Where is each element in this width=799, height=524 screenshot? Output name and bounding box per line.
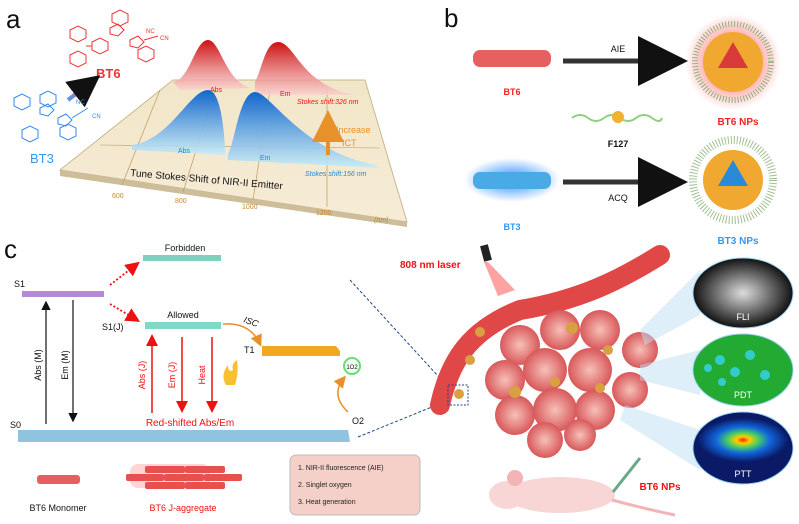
pdt-label: PDT xyxy=(734,390,753,400)
bt3-abs-peak xyxy=(132,90,225,155)
abs-m-label: Abs (M) xyxy=(33,349,43,381)
effects-box xyxy=(289,454,421,516)
s1-level xyxy=(22,291,104,297)
bt3-stokes-shift: Stokes shift:156 nm xyxy=(305,171,367,178)
t1-level xyxy=(262,346,340,356)
bt6-abs-peak xyxy=(173,40,250,90)
bt3-nps-label: BT3 NPs xyxy=(717,236,759,247)
singlet-oxygen-label: 1O2 xyxy=(346,365,358,371)
bt3-label: BT3 xyxy=(503,222,520,232)
laser-label: 808 nm laser xyxy=(400,260,461,271)
panel-c-label: c xyxy=(4,234,17,264)
bt3-em-peak xyxy=(228,92,380,168)
bt6-label: BT6 xyxy=(503,87,520,97)
laser-device-icon xyxy=(480,244,492,262)
s0-label: S0 xyxy=(10,420,21,430)
flame-icon xyxy=(223,360,238,385)
bt6-stokes-shift: Stokes shift:326 nm xyxy=(297,99,359,106)
pdt-cell-nuclei xyxy=(704,350,770,386)
bt6-abs-label: Abs xyxy=(210,87,223,94)
bt6-monomer-rod xyxy=(37,475,80,484)
ptt-label: PTT xyxy=(735,469,753,479)
blood-vessel xyxy=(430,245,670,415)
bt3-cn-label: CN xyxy=(92,114,101,120)
pdt-image xyxy=(692,333,794,407)
bt6-monomer-label: BT6 Monomer xyxy=(29,503,86,513)
bt6-nps-injection-label: BT6 NPs xyxy=(639,482,681,493)
s1j-label: S1(J) xyxy=(102,322,124,332)
tick-1200: 1200 xyxy=(316,210,332,217)
effect-item-3: 3. Heat generation xyxy=(298,499,356,506)
bt3-molecule-structure xyxy=(13,90,89,143)
zoom-region-box xyxy=(447,384,469,406)
syringe-icon xyxy=(611,457,642,493)
s1j-level xyxy=(145,322,221,329)
allowed-transition-arrow xyxy=(109,303,141,322)
effect-item-1: 1. NIR-II fluorescence (AIE) xyxy=(298,465,384,472)
zoom-line-upper xyxy=(349,279,450,389)
bt6-np-core xyxy=(718,42,748,68)
em-m-label: Em (M) xyxy=(60,350,70,380)
s0-level xyxy=(18,430,350,442)
bt6-molecule-structure xyxy=(69,9,159,68)
increase-ict-text-1: Increase xyxy=(336,125,371,135)
panel-a-label: a xyxy=(6,4,21,34)
bt6-np-corona xyxy=(692,21,774,103)
bt6-j-aggregate-label: BT6 J-aggregate xyxy=(149,503,216,513)
bt6-nps-label: BT6 NPs xyxy=(717,117,759,128)
tick-600: 600 xyxy=(112,193,124,200)
tick-800: 800 xyxy=(175,198,187,205)
tumor-cells xyxy=(454,310,658,458)
o2-activation-arrow xyxy=(333,375,349,413)
bt6-em-label: Em xyxy=(280,91,291,98)
bt3-rod xyxy=(473,172,551,189)
forbidden-level xyxy=(143,255,221,261)
bt3-to-bt6-arrow xyxy=(65,75,101,108)
bt3-np-core xyxy=(718,160,748,186)
bt6-nc-label: NC xyxy=(146,29,155,35)
laser-beam xyxy=(484,262,515,296)
tick-1000: 1000 xyxy=(242,204,258,211)
o2-label: O2 xyxy=(352,416,364,426)
axis-unit: (nm) xyxy=(374,217,388,224)
bt6-cn-label: CN xyxy=(160,36,169,42)
aie-label: AIE xyxy=(611,44,626,54)
bt6-molecule-label: BT6 xyxy=(96,66,121,81)
f127-label: F127 xyxy=(608,139,629,149)
bt3-np-corona xyxy=(689,136,777,224)
allowed-label: Allowed xyxy=(167,310,199,320)
t1-label: T1 xyxy=(244,345,255,355)
floor-edge xyxy=(60,170,407,227)
ptt-heatmap xyxy=(698,418,788,462)
red-shifted-label: Red-shifted Abs/Em xyxy=(146,418,234,429)
bt6-rod xyxy=(473,50,551,67)
singlet-oxygen-icon xyxy=(343,357,361,375)
forbidden-transition-arrow xyxy=(109,261,140,286)
mouse-illustration xyxy=(489,470,676,517)
bt3-molecule-label: BT3 xyxy=(30,151,54,166)
bt6-j-aggregate-icon xyxy=(126,464,242,489)
heat-label: Heat xyxy=(197,365,207,385)
panel-b-label: b xyxy=(444,3,458,33)
effect-item-2: 2. Singlet oxygen xyxy=(298,482,352,489)
bt3-abs-label: Abs xyxy=(178,148,191,155)
connector-beams xyxy=(620,270,700,470)
f127-polymer-bead xyxy=(612,111,624,123)
isc-label: ISC xyxy=(242,314,260,329)
s1-label: S1 xyxy=(14,279,25,289)
bt6-em-peak xyxy=(255,42,355,95)
em-j-label: Em (J) xyxy=(167,362,177,389)
increase-ict-text-2: ICT xyxy=(342,138,357,148)
fli-image xyxy=(692,257,794,329)
acq-label: ACQ xyxy=(608,193,628,203)
fli-label: FLI xyxy=(736,312,749,322)
abs-j-label: Abs (J) xyxy=(137,361,147,390)
isc-arrow xyxy=(222,323,262,347)
bt3-nc-label: NC xyxy=(76,100,85,106)
forbidden-label: Forbidden xyxy=(165,243,206,253)
bt3-em-label: Em xyxy=(260,155,271,162)
